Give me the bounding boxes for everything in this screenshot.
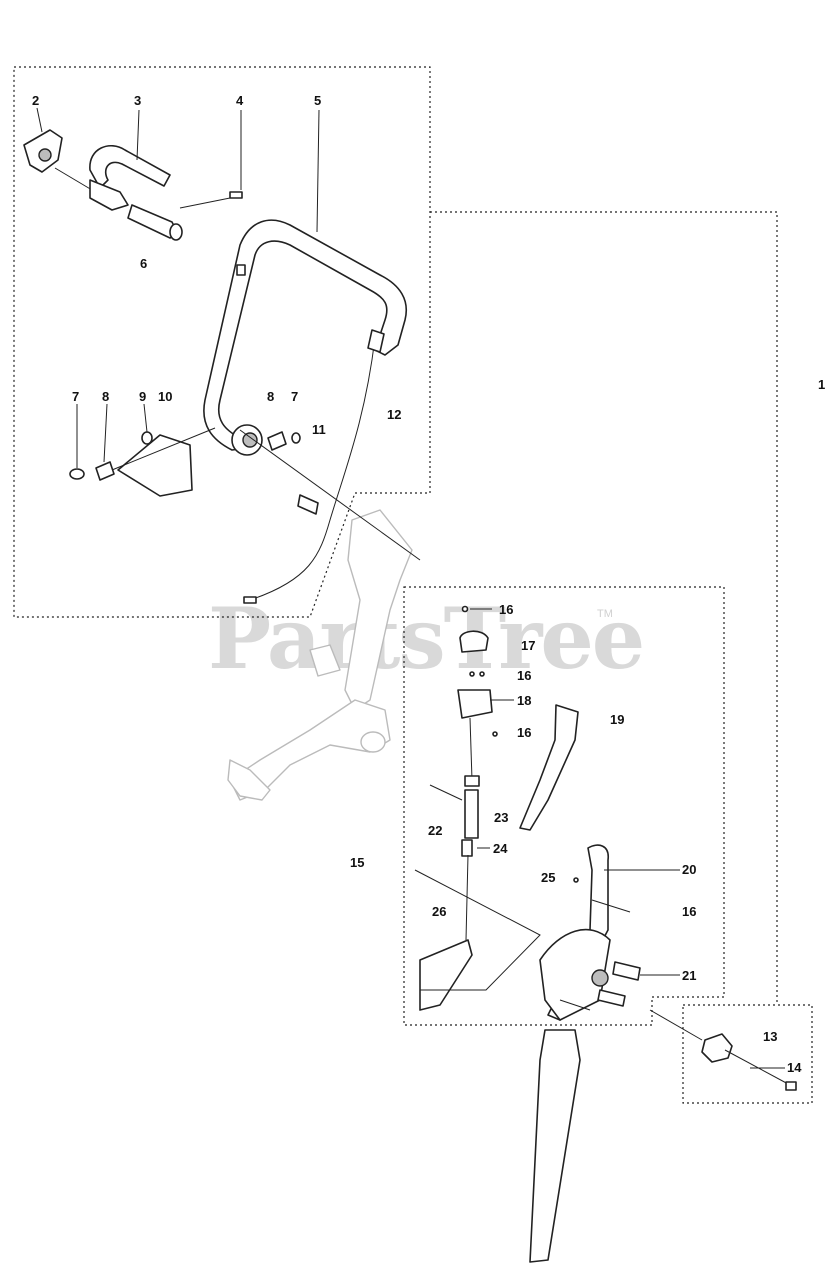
watermark-trademark: TM — [597, 608, 613, 620]
callout-15: 15 — [350, 855, 364, 870]
callout-16-c: 16 — [517, 725, 531, 740]
callout-11: 11 — [312, 422, 326, 437]
callout-16-b: 16 — [517, 668, 531, 683]
callout-14: 14 — [787, 1060, 802, 1075]
watermark-text: PartsTree — [208, 589, 643, 688]
callout-12: 12 — [387, 407, 401, 422]
part-4-pin — [179, 191, 243, 209]
callout-labels: 1 2 3 4 5 6 7 8 9 10 8 7 11 12 13 14 15 … — [32, 93, 825, 1075]
frame-outline — [227, 509, 413, 801]
callout-13: 13 — [763, 1029, 777, 1044]
callout-4: 4 — [236, 93, 244, 108]
part-12-cable — [243, 329, 385, 604]
callout-7-left: 7 — [72, 389, 79, 404]
callout-8-right: 8 — [267, 389, 274, 404]
part-3-throttle-lever — [89, 145, 171, 211]
callout-3: 3 — [134, 93, 141, 108]
part-5-handle-bar — [203, 219, 407, 451]
callout-16-a: 16 — [499, 602, 513, 617]
callout-19: 19 — [610, 712, 624, 727]
part-11-sprocket-hub — [231, 424, 421, 561]
callout-9: 9 — [139, 389, 146, 404]
callout-22: 22 — [428, 823, 442, 838]
parts-13-14-knob-bolt — [649, 1009, 797, 1091]
callout-25: 25 — [541, 870, 555, 885]
callout-26: 26 — [432, 904, 446, 919]
callout-17: 17 — [521, 638, 535, 653]
callout-20: 20 — [682, 862, 696, 877]
callout-21: 21 — [682, 968, 696, 983]
callout-23: 23 — [494, 810, 508, 825]
part-2-grip-housing — [23, 129, 93, 191]
parts-7-10-left-hardware — [69, 427, 216, 497]
callout-6: 6 — [140, 256, 147, 271]
callout-1: 1 — [818, 377, 825, 392]
part-6-shaft — [127, 204, 183, 241]
parts-16-26-lever-assembly — [414, 605, 641, 1263]
handle-assembly-box — [13, 66, 431, 618]
callout-2: 2 — [32, 93, 39, 108]
assembly-1-bracket — [430, 211, 778, 1005]
leader-lines — [36, 107, 785, 1069]
callout-18: 18 — [517, 693, 531, 708]
callout-7-right: 7 — [291, 389, 298, 404]
callout-10: 10 — [158, 389, 172, 404]
callout-24: 24 — [493, 841, 508, 856]
lever-assembly-box — [403, 586, 725, 1026]
callout-5: 5 — [314, 93, 321, 108]
knob-assembly-box — [682, 1004, 813, 1104]
callout-8-left: 8 — [102, 389, 109, 404]
callout-16-d: 16 — [682, 904, 696, 919]
